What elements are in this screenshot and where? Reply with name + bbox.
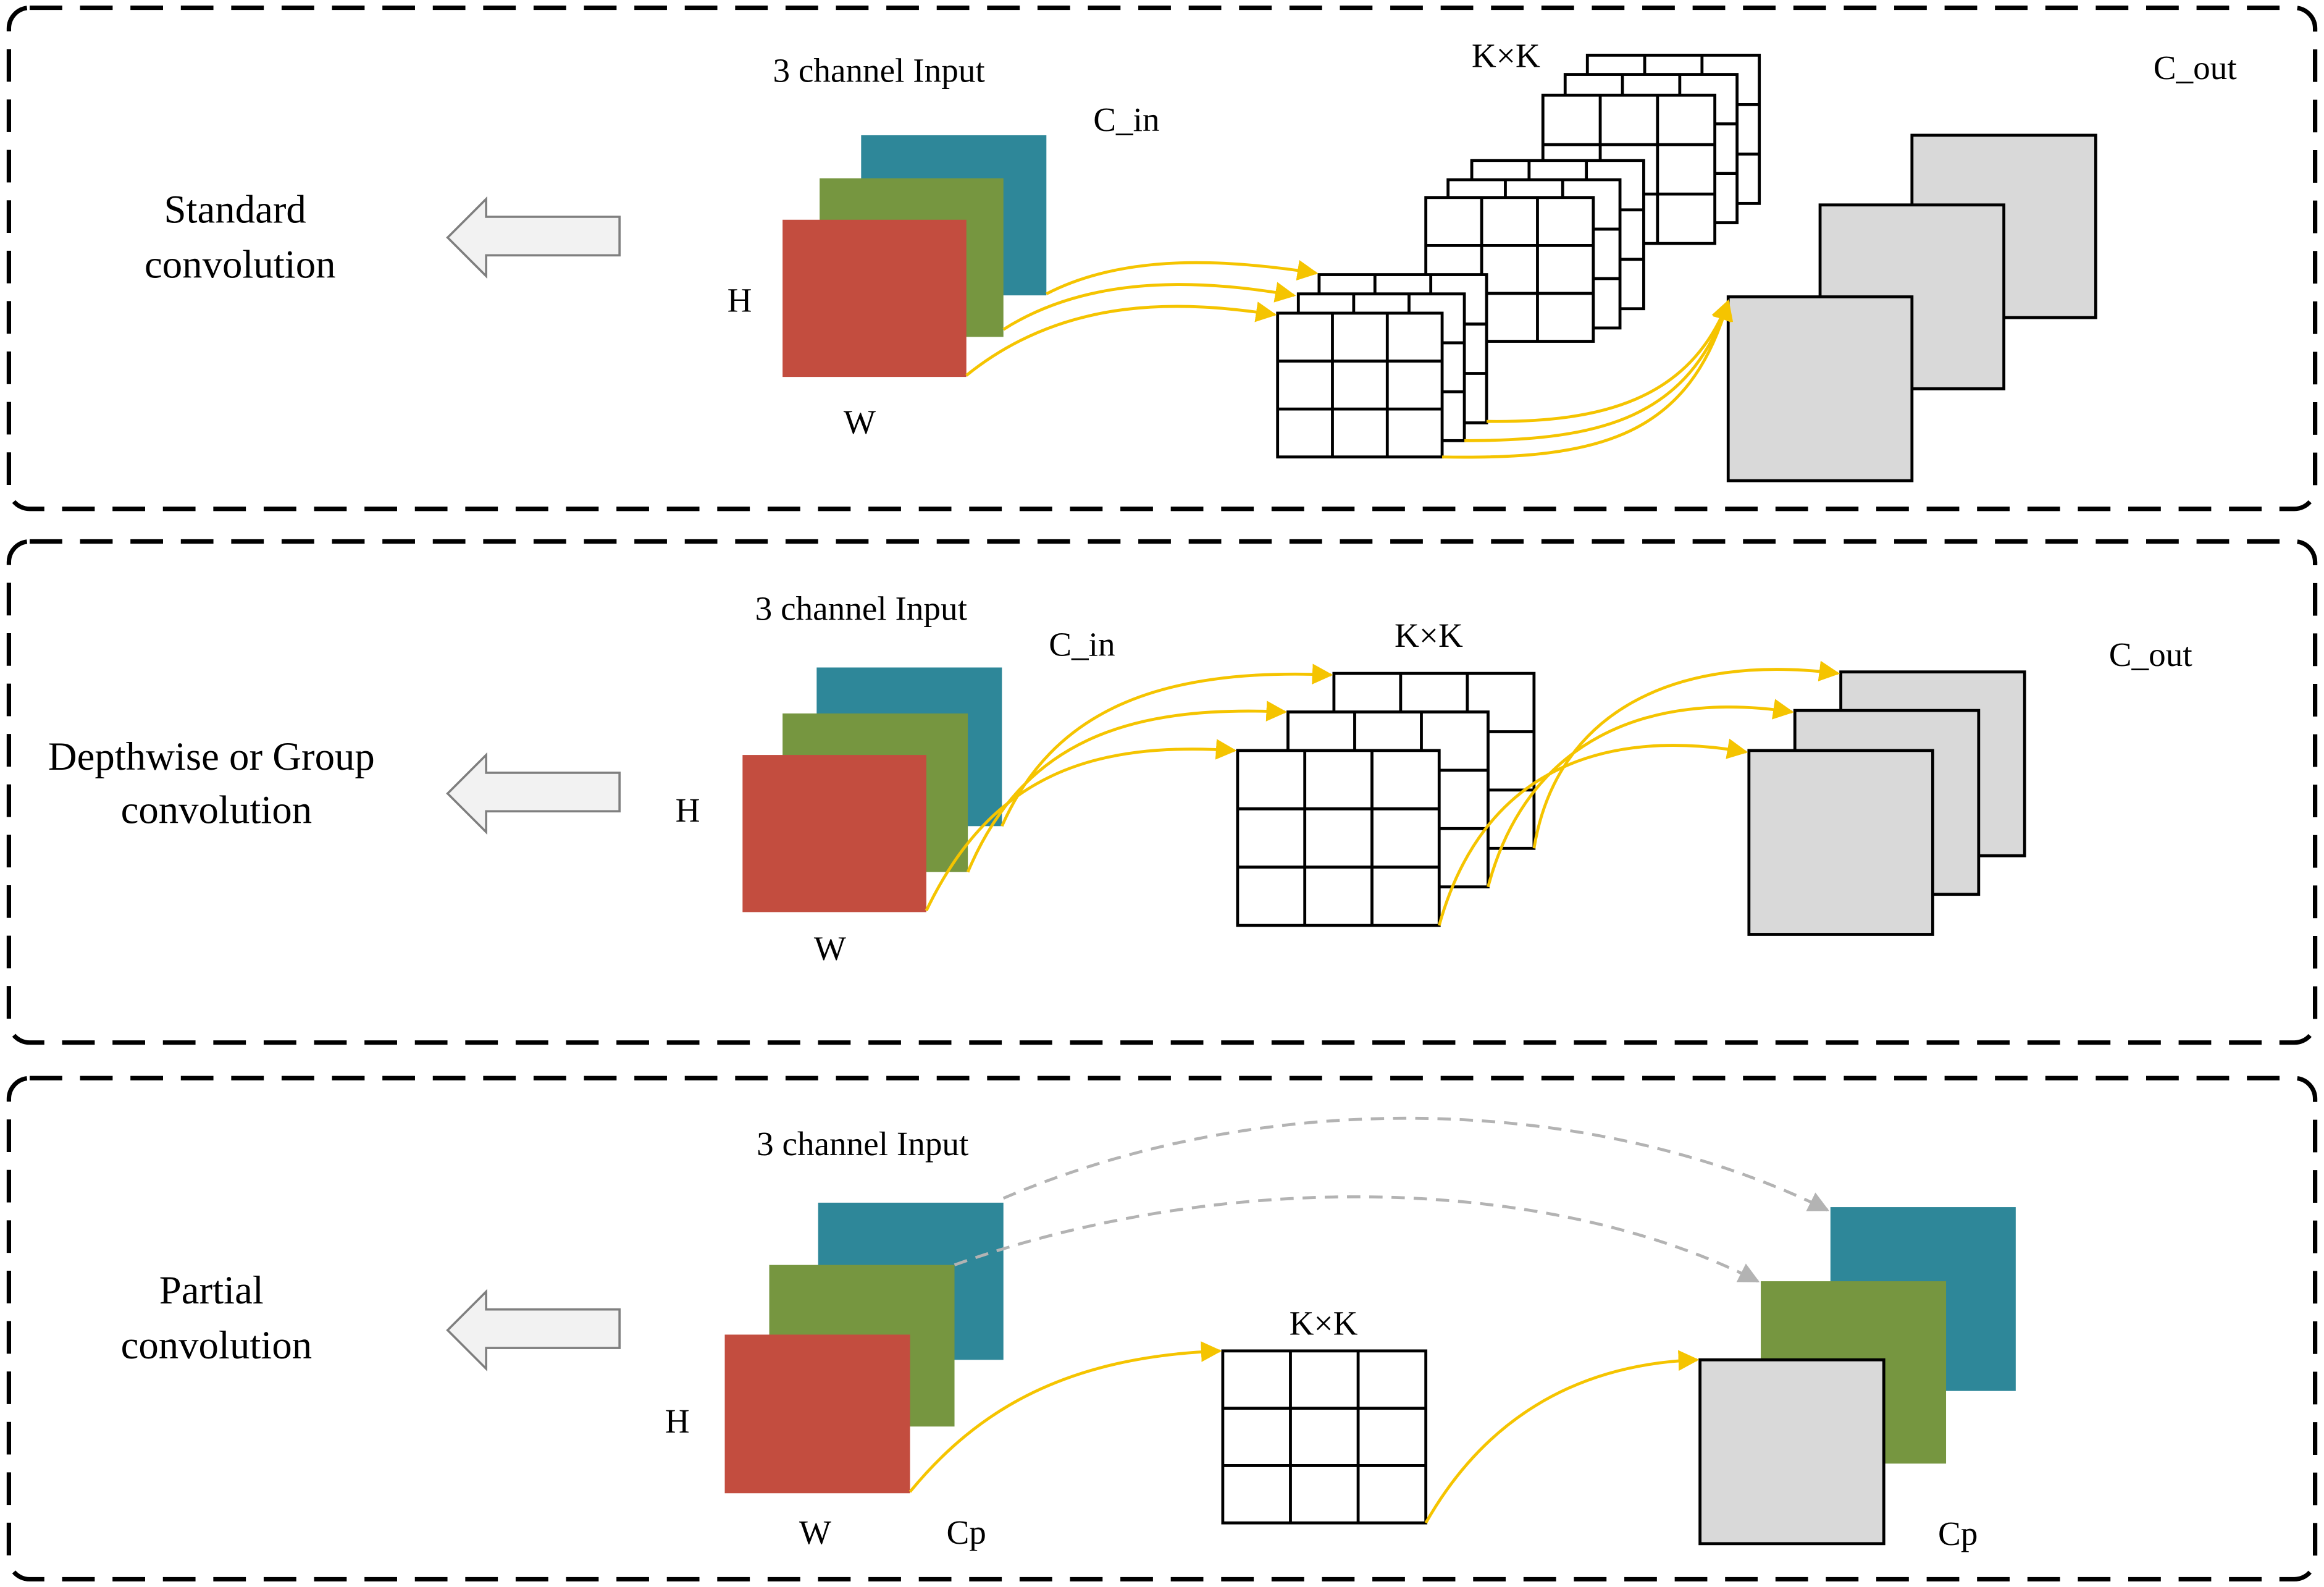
panel-border [6, 5, 2318, 511]
panel-title-line: Depthwise or Group [48, 735, 375, 779]
panel-title-line: Partial [159, 1268, 264, 1313]
panel-title: Standard convolution [145, 188, 335, 287]
identity-arrow [954, 1195, 1760, 1283]
cp-input-label: Cp [947, 1513, 986, 1551]
flow-arrow [1442, 299, 1734, 459]
kernel-grid [1276, 311, 1444, 459]
kernel-size-label: K×K [1472, 37, 1540, 75]
flow-arrow [965, 301, 1277, 377]
w-label: W [814, 929, 846, 967]
flow-arrow [1532, 660, 1840, 849]
c-out-label: C_out [2154, 49, 2238, 86]
flow-arrow [1487, 299, 1731, 423]
h-label: H [665, 1402, 690, 1440]
flow-arrow [966, 701, 1288, 873]
c-out-label: C_out [2109, 636, 2193, 673]
left-arrow-icon [446, 752, 621, 835]
h-label: H [728, 282, 752, 319]
flow-arrow [908, 1341, 1222, 1493]
output-map [1726, 295, 1914, 482]
w-label: W [799, 1513, 831, 1551]
kernel-stack-front [1276, 273, 1488, 459]
left-arrow-icon [446, 1289, 621, 1371]
input-label: 3 channel Input [755, 590, 968, 628]
panel-title: Depthwise or Group convolution [48, 735, 385, 832]
input-label: 3 channel Input [757, 1125, 969, 1163]
panel-depthwise-convolution: Depthwise or Group convolution 3 channel… [6, 539, 2318, 1045]
kernel-grid [1221, 1349, 1428, 1525]
flow-arrow [1464, 299, 1732, 442]
input-channel-red [724, 1334, 910, 1494]
panel-border [6, 1076, 2318, 1582]
panel-title-line: convolution [145, 242, 335, 287]
cp-output-label: Cp [1938, 1515, 1978, 1552]
output-map [1747, 749, 1934, 936]
panel-title-line: convolution [121, 1323, 312, 1368]
identity-arrow [1002, 1116, 1830, 1212]
panel-border [6, 539, 2318, 1045]
c-in-label: C_in [1093, 101, 1159, 138]
flow-arrow [1002, 282, 1296, 331]
left-arrow-icon [446, 196, 621, 279]
panel-standard-convolution: Standard convolution 3 channel Input C_i… [6, 5, 2318, 511]
flow-arrow [1437, 738, 1748, 926]
flow-arrow [1424, 1350, 1700, 1524]
panel-title-line: convolution [121, 788, 312, 832]
kernel-size-label: K×K [1395, 617, 1463, 654]
input-label: 3 channel Input [773, 52, 985, 90]
kernel-size-label: K×K [1290, 1304, 1358, 1342]
panel-title-line: Standard [164, 188, 306, 232]
flow-arrow [1046, 259, 1319, 295]
output-map [1698, 1358, 1886, 1546]
panel-title: Partial convolution [121, 1268, 312, 1368]
input-channel-red [742, 755, 926, 912]
w-label: W [844, 403, 876, 440]
flow-arrow [925, 739, 1237, 912]
kernel-grid [1236, 749, 1441, 927]
h-label: H [676, 791, 700, 829]
input-channel-red [782, 219, 967, 377]
panel-partial-convolution: Partial convolution 3 channel Input H W … [6, 1076, 2318, 1582]
flow-arrow [1487, 699, 1794, 888]
c-in-label: C_in [1049, 625, 1115, 663]
